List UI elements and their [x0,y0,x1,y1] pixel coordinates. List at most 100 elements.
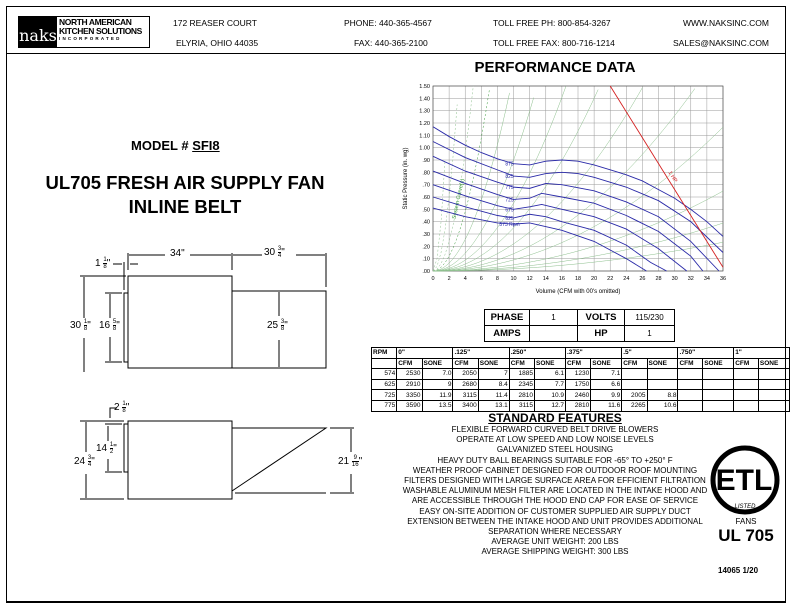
electrical-table: PHASE 1 VOLTS 115/230 AMPS HP 1 [484,309,675,342]
sone-cell: 13.1 [477,399,510,412]
sone-cell [646,368,679,380]
x-tick-label: 10 [510,276,516,282]
group-header: .250" [508,347,566,359]
rpm-cell: 625 [370,378,398,391]
sub-header-cfm: CFM [396,357,423,370]
x-tick-label: 30 [672,276,678,282]
plot-frame [432,85,724,272]
feature-line: EXTENSION BETWEEN THE INTAKE HOOD AND UN… [407,516,703,526]
sone-cell: 7.7 [534,378,566,391]
sub-header-cfm: CFM [508,357,536,370]
cfm-cell: 2345 [508,378,536,391]
fan-curve-573 [432,207,647,272]
dimension-drawings [80,253,354,500]
amps-label: AMPS [484,325,530,342]
rpm-cell: 574 [370,368,398,380]
document-number: 14065 1/20 [718,566,759,575]
sub-header-sone: SONE [646,357,679,370]
volts-label: VOLTS [577,309,625,326]
cfm-cell [677,399,704,412]
email-link[interactable]: SALES@NAKSINC.COM [673,38,770,48]
fan-curve-875 [432,126,724,237]
x-tick-label: 24 [623,276,629,282]
fan-curve-label: 675 [505,207,514,213]
volts-value: 115/230 [624,309,675,326]
toll-free-fax: TOLL FREE FAX: 800-716-1214 [493,38,615,48]
top-view-drawing [80,253,327,372]
logo-line1: NORTH AMERICAN [59,17,132,27]
sone-cell: 10.9 [534,389,566,401]
group-header: .750" [677,347,735,359]
cfm-cell [677,389,704,401]
logo-line3: INCORPORATED [59,36,122,41]
cert-category: FANS [735,517,757,526]
x-tick-label: 18 [575,276,581,282]
cfm-cell: 2680 [452,378,479,391]
feature-line: GALVANIZED STEEL HOUSING [496,445,614,455]
cfm-cell: 3400 [452,399,479,412]
sone-cell: 11.6 [590,399,623,412]
y-tick-label: .90 [422,158,430,164]
sub-header-sone: SONE [702,357,735,370]
y-tick-label: .20 [422,244,430,250]
cfm-cell [733,389,759,401]
sub-header-cfm: CFM [677,357,704,370]
sone-cell: 11.4 [477,389,510,401]
group-header: 1" [733,347,790,359]
cfm-cell: 3350 [396,389,423,401]
sone-cell: 9.9 [590,389,623,401]
sone-cell [757,389,791,401]
cfm-cell: 2810 [508,389,536,401]
y-tick-label: .70 [422,183,430,189]
website-link[interactable]: WWW.NAKSINC.COM [683,18,769,28]
etl-listed-logo: ETL LISTED [710,445,780,515]
product-subtitle: INLINE BELT [128,196,242,217]
cfm-cell: 2810 [564,399,592,412]
rpm-header: RPM [370,347,398,359]
cert-standard: UL 705 [718,526,774,545]
fan-curve-625 [432,196,667,272]
hp-label: HP [577,325,625,342]
feature-line: OPERATE AT LOW SPEED AND LOW NOISE LEVEL… [456,435,654,445]
features-list: FLEXIBLE FORWARD CURVED BELT DRIVE BLOWE… [380,425,730,558]
sub-header-cfm: CFM [452,357,479,370]
y-tick-label: .80 [422,170,430,176]
y-tick-label: .10 [422,257,430,263]
fan-curve-675 [432,184,688,272]
sub-header-sone: SONE [477,357,510,370]
y-tick-label: .40 [422,220,430,226]
fan-curve-725 [432,170,704,272]
fax: FAX: 440-365-2100 [354,38,428,48]
cfm-cell [677,368,704,380]
y-tick-label: 1.10 [419,133,430,139]
sone-cell: 11.9 [421,389,454,401]
sone-cell [702,368,735,380]
system-curve [432,86,567,272]
x-tick-label: 8 [496,276,499,282]
system-curve [432,85,474,272]
cfm-cell: 2530 [396,368,423,380]
x-tick-label: 22 [607,276,613,282]
feature-line: FILTERS DESIGNED WITH LARGE SURFACE AREA… [404,476,706,486]
fan-curve-label: 775 [505,185,514,191]
group-header: .125" [452,347,510,359]
sub-header-sone: SONE [757,357,791,370]
y-tick-label: 1.40 [419,96,430,102]
sub-header-cfm: CFM [564,357,592,370]
sone-cell [757,399,791,412]
fan-curve-825 [432,141,724,253]
y-tick-label: .00 [422,269,430,275]
model-value: SFI8 [192,138,220,153]
toll-free-phone: TOLL FREE PH: 800-854-3267 [493,18,611,28]
side-view-drawing [80,407,354,500]
